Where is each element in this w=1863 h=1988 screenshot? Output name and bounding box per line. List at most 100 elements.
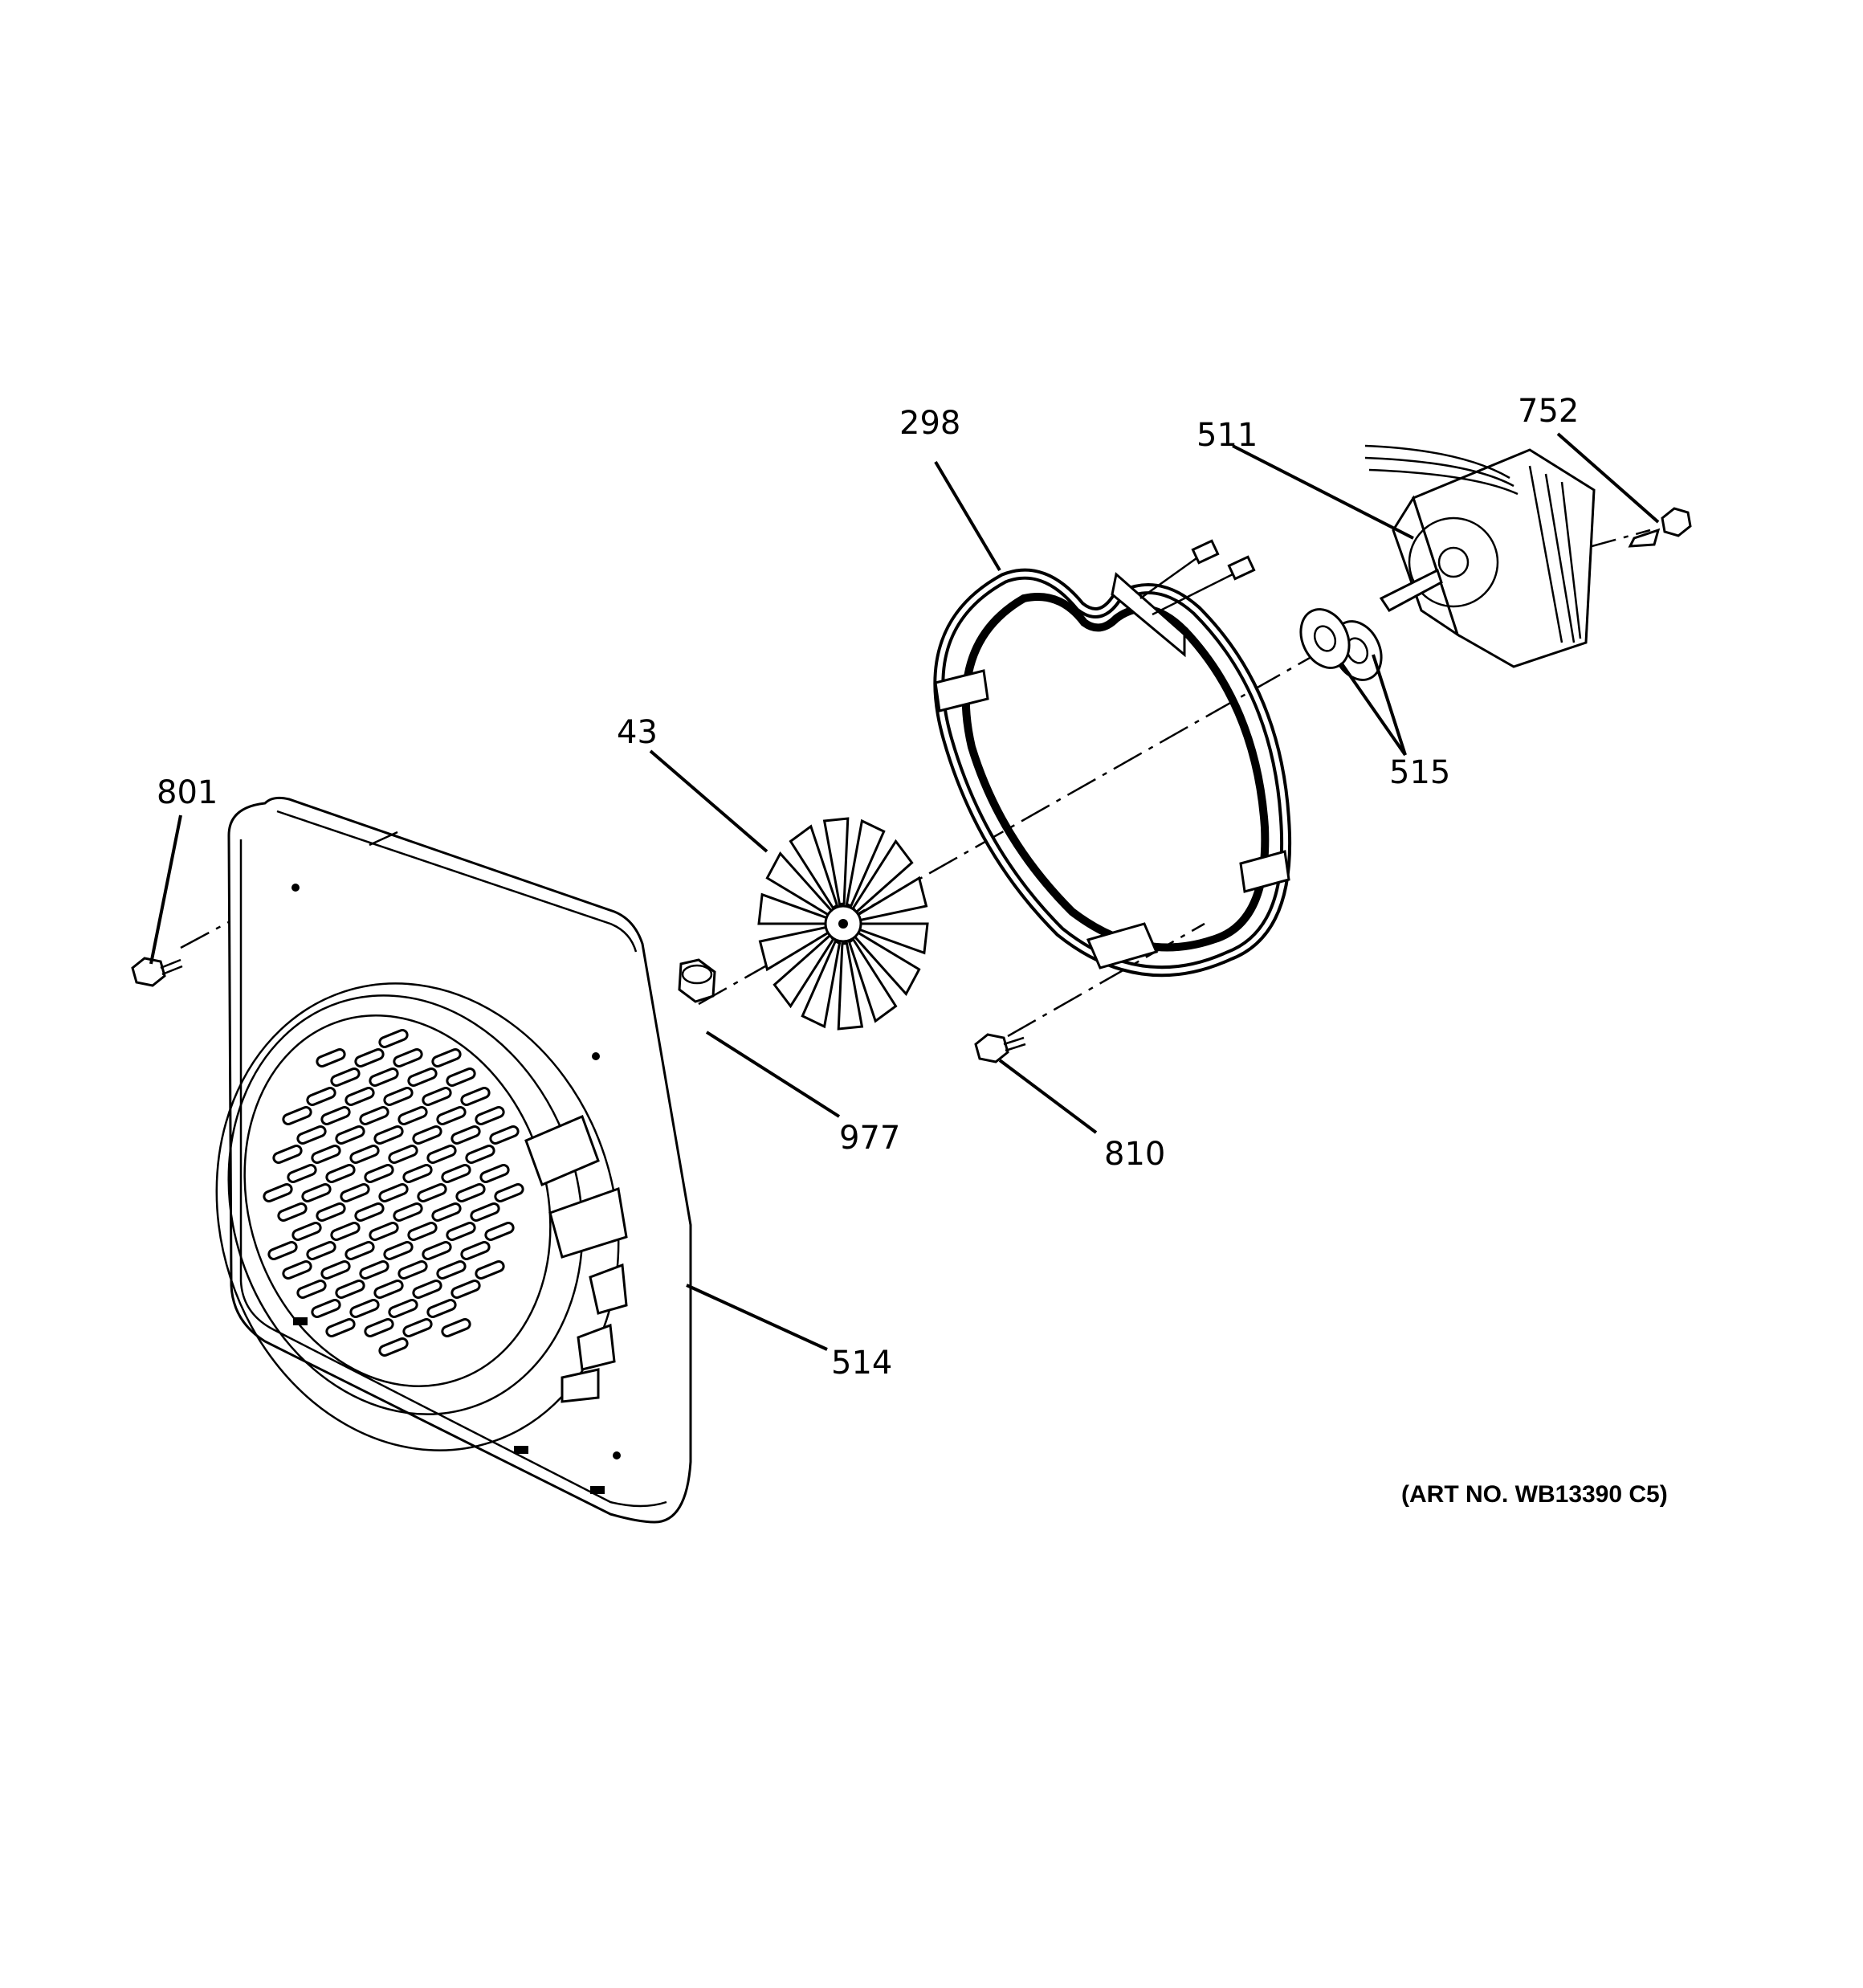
grille-slot: [364, 1318, 394, 1337]
grille-slot: [364, 1164, 394, 1183]
grille-slot: [412, 1125, 442, 1145]
grille-slot: [397, 1260, 428, 1280]
callout-810: 810: [1104, 1136, 1165, 1173]
grille-slot: [446, 1067, 476, 1087]
screw-801: [131, 957, 183, 987]
grille-slot: [422, 1087, 452, 1106]
grille-slot: [344, 1087, 375, 1106]
grille-slot: [475, 1106, 505, 1125]
grille-slot: [407, 1222, 438, 1241]
grille-slot: [484, 1222, 515, 1241]
grille-slot: [316, 1048, 346, 1067]
grille-slot: [325, 1318, 356, 1337]
grille-slot: [354, 1048, 385, 1067]
grille-slot: [465, 1145, 495, 1164]
grille-slot: [369, 1222, 399, 1241]
grille-slot: [431, 1202, 462, 1222]
callout-752: 752: [1518, 393, 1579, 430]
grille-slot: [325, 1164, 356, 1183]
fan-blade-vane: [845, 818, 886, 908]
grille-slot: [393, 1048, 423, 1067]
grille-slot: [383, 1241, 414, 1260]
grille-slot: [494, 1183, 524, 1202]
callout-801: 801: [157, 774, 218, 811]
grille-slot: [450, 1125, 481, 1145]
grille-slot: [320, 1106, 351, 1125]
grille-slot: [282, 1260, 312, 1280]
grille-slot: [335, 1125, 365, 1145]
grille-slot: [417, 1183, 447, 1202]
grille-slot: [479, 1164, 510, 1183]
grille-slot: [436, 1106, 467, 1125]
nut-977: [678, 958, 716, 1003]
grille-slot: [301, 1183, 332, 1202]
grille-slot: [422, 1241, 452, 1260]
grille-slot: [489, 1125, 520, 1145]
art-number: (ART NO. WB13390 C5): [1401, 1481, 1668, 1508]
grille-slot: [359, 1260, 389, 1280]
grille-slot: [272, 1145, 303, 1164]
callout-514: 514: [831, 1345, 892, 1382]
fan-blade-vane: [789, 824, 839, 910]
grille-slot: [354, 1202, 385, 1222]
grille-slot: [436, 1260, 467, 1280]
grille-slot: [378, 1183, 409, 1202]
grille-slot: [296, 1125, 327, 1145]
grille-slot: [402, 1164, 433, 1183]
grille-slot: [306, 1087, 336, 1106]
grille-slot: [296, 1280, 327, 1299]
grille-slot: [407, 1067, 438, 1087]
grille-slot: [450, 1280, 481, 1299]
fan-blade-vane: [847, 937, 898, 1023]
grille-slot: [431, 1048, 462, 1067]
screw-810: [974, 1033, 1026, 1063]
fan-blade-vane: [801, 939, 842, 1029]
grille-slot: [383, 1087, 414, 1106]
grille-slot: [311, 1145, 341, 1164]
fan-motor-511: [1364, 444, 1596, 668]
grille-slot: [426, 1145, 457, 1164]
grille-slot: [335, 1280, 365, 1299]
callout-labels: 298 511 752 43 515 801 977 810 514 (ART …: [157, 393, 1668, 1508]
fan-blade-vane: [837, 941, 864, 1031]
callout-511: 511: [1196, 417, 1258, 454]
grille-slot: [349, 1299, 380, 1318]
grille-slot: [373, 1280, 404, 1299]
grille-slot: [330, 1222, 361, 1241]
callout-298: 298: [899, 405, 960, 442]
callout-977: 977: [839, 1120, 900, 1157]
grille-slot: [388, 1145, 418, 1164]
grille-slot: [470, 1202, 500, 1222]
grille-slot: [426, 1299, 457, 1318]
heating-element-298: [933, 539, 1292, 978]
leader-lines: [149, 432, 1660, 1351]
grille-slot: [397, 1106, 428, 1125]
grille-slot: [306, 1241, 336, 1260]
grille-slot: [446, 1222, 476, 1241]
grille-slot: [282, 1106, 312, 1125]
grille-slot: [291, 1222, 322, 1241]
grille-slot: [412, 1280, 442, 1299]
grille-slot: [460, 1087, 491, 1106]
grille-slot: [320, 1260, 351, 1280]
grille-slot: [460, 1241, 491, 1260]
grille-slot: [344, 1241, 375, 1260]
screw-752: [1628, 507, 1692, 548]
grille-slot: [378, 1029, 409, 1048]
fan-cover-grille: [263, 1029, 524, 1357]
grille-slot: [369, 1067, 399, 1087]
grille-slot: [388, 1299, 418, 1318]
fan-blade-vane: [822, 817, 850, 906]
grille-slot: [340, 1183, 370, 1202]
fan-blade-43: [757, 817, 929, 1031]
washers-515: [1299, 608, 1383, 681]
grille-slot: [287, 1164, 317, 1183]
grille-slot: [441, 1318, 471, 1337]
grille-slot: [311, 1299, 341, 1318]
fan-blade-bore: [838, 919, 848, 929]
grille-slot: [441, 1164, 471, 1183]
grille-slot: [402, 1318, 433, 1337]
grille-slot: [455, 1183, 486, 1202]
grille-slot: [277, 1202, 308, 1222]
